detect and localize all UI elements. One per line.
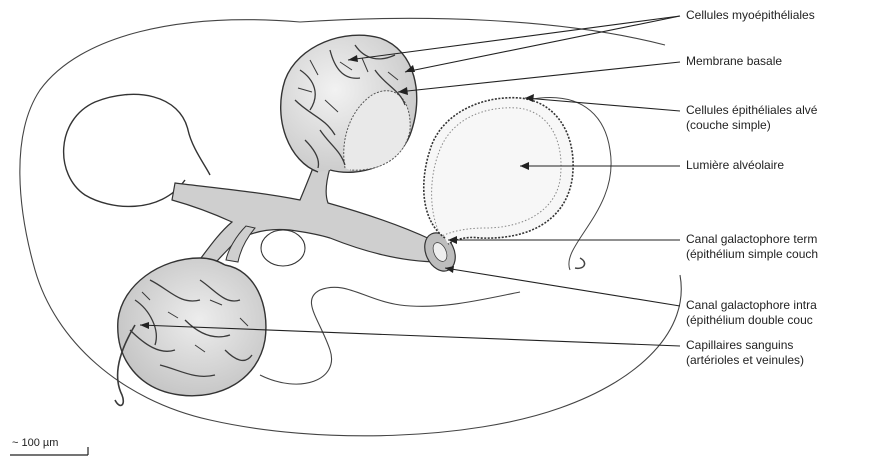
label-epithelial-cells-sub: (couche simple) — [686, 118, 771, 133]
scale-bar-label: ~ 100 µm — [12, 437, 58, 449]
leader-basement-membrane — [398, 62, 680, 92]
duct-system — [172, 165, 440, 270]
top-alveolus — [281, 35, 417, 172]
leader-myoepithelial-a — [348, 16, 680, 60]
open-alveolus — [424, 98, 573, 244]
label-alveolar-lumen: Lumière alvéolaire — [686, 158, 784, 173]
label-terminal-duct: Canal galactophore term — [686, 232, 817, 247]
duct-opening — [261, 230, 305, 266]
label-basement-membrane: Membrane basale — [686, 54, 782, 69]
label-intralobular-duct: Canal galactophore intra — [686, 298, 817, 313]
label-capillaries-sub: (artérioles et veinules) — [686, 353, 804, 368]
capillary-tail — [575, 258, 585, 268]
label-myoepithelial-cells: Cellules myoépithéliales — [686, 8, 815, 23]
label-terminal-duct-sub: (épithélium simple couch — [686, 247, 818, 262]
label-epithelial-cells: Cellules épithéliales alvé — [686, 103, 817, 118]
label-intralobular-duct-sub: (épithélium double couc — [686, 313, 813, 328]
lower-tissue-contour — [260, 287, 520, 384]
label-capillaries: Capillaires sanguins — [686, 338, 793, 353]
